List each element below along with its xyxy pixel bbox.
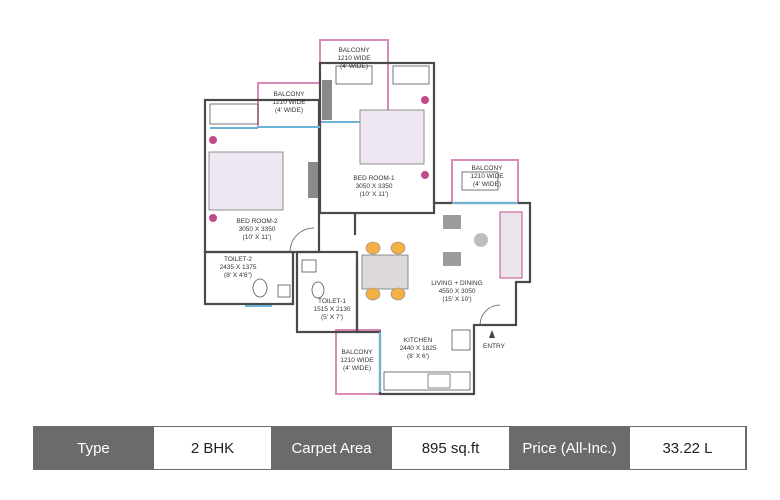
spec-price-key: Price (All-Inc.) bbox=[510, 427, 629, 469]
side-table bbox=[474, 233, 488, 247]
wc-2 bbox=[252, 278, 268, 298]
railing-right bbox=[461, 171, 499, 191]
specs-table: Type 2 BHK Carpet Area 895 sq.ft Price (… bbox=[33, 426, 747, 470]
wardrobe bbox=[308, 162, 318, 198]
wardrobe bbox=[322, 80, 332, 120]
fridge bbox=[451, 329, 471, 351]
railing-left bbox=[209, 103, 259, 125]
bed1 bbox=[359, 109, 425, 165]
bedroom1-walls bbox=[318, 61, 436, 215]
toilet2-walls bbox=[203, 250, 295, 306]
entry-door-swing bbox=[479, 304, 501, 326]
dining-chair bbox=[390, 241, 406, 255]
sofa bbox=[499, 211, 523, 279]
railing-top-2 bbox=[392, 65, 430, 85]
bedside-lamp bbox=[421, 171, 429, 179]
kitchen-walls bbox=[355, 260, 480, 396]
wc-1 bbox=[311, 281, 325, 299]
dining-chair bbox=[365, 241, 381, 255]
cooktop bbox=[427, 373, 451, 389]
kitchen-counter bbox=[383, 371, 471, 391]
bedside-lamp bbox=[209, 136, 217, 144]
railing-top bbox=[335, 65, 373, 85]
armchair bbox=[443, 215, 461, 229]
spec-area-key: Carpet Area bbox=[272, 427, 391, 469]
entry-arrow-icon bbox=[489, 330, 495, 338]
spec-type-value: 2 BHK bbox=[153, 427, 272, 469]
spec-area-value: 895 sq.ft bbox=[391, 427, 510, 469]
dining-chair bbox=[390, 287, 406, 301]
basin-2 bbox=[277, 284, 291, 298]
label-entry: ENTRY bbox=[483, 343, 506, 350]
armchair bbox=[443, 252, 461, 266]
basin-1 bbox=[301, 259, 317, 273]
dining-chair bbox=[365, 287, 381, 301]
bed2 bbox=[208, 151, 284, 211]
bedside-lamp bbox=[209, 214, 217, 222]
bedside-lamp bbox=[421, 96, 429, 104]
door-swing bbox=[289, 227, 315, 253]
spec-price-value: 33.22 L bbox=[629, 427, 746, 469]
spec-type-key: Type bbox=[34, 427, 153, 469]
dining-table bbox=[361, 254, 409, 290]
